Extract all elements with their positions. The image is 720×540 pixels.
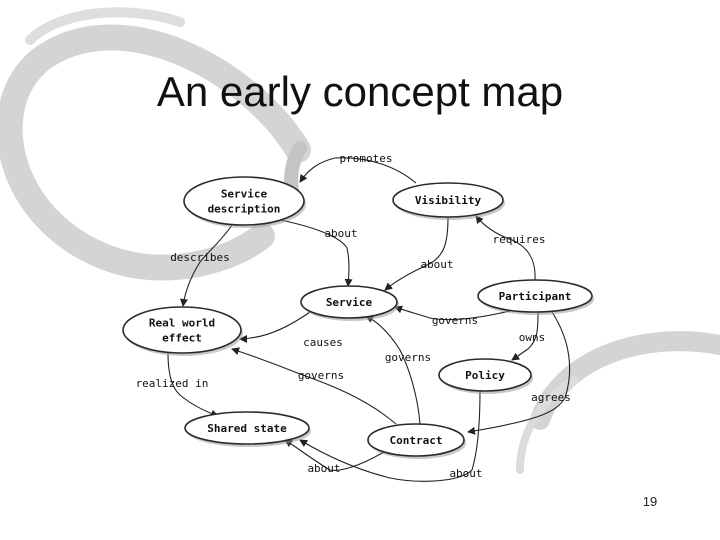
edge-label: causes	[303, 336, 343, 349]
node-ellipse	[438, 358, 532, 392]
edge-label: about	[449, 467, 482, 480]
node-ellipse	[184, 411, 310, 445]
node-label: Service	[326, 296, 373, 309]
edge-label: describes	[170, 251, 230, 264]
edge-label: governs	[432, 314, 478, 327]
edge-participant-to-service	[394, 305, 511, 321]
node-contract: Contract	[367, 423, 466, 459]
node-ellipse	[183, 176, 305, 226]
node-label: Real world	[149, 317, 215, 330]
node-label: Policy	[465, 369, 505, 382]
edge-policy-to-shared_state	[299, 390, 481, 482]
edge-real_world_effect-to-shared_state	[167, 352, 219, 418]
edge-label: governs	[385, 351, 431, 364]
edge-contract-to-service	[365, 315, 421, 425]
node-ellipse	[477, 279, 593, 313]
edge-service_description-to-service	[279, 219, 353, 287]
edge-contract-to-real_world_effect	[231, 347, 397, 425]
edge-label: about	[420, 258, 453, 271]
page-number: 19	[642, 494, 658, 509]
edge-visibility-to-service	[384, 216, 449, 291]
edge-label: realized in	[136, 377, 209, 390]
node-label: effect	[162, 332, 202, 345]
edge-label: about	[324, 227, 357, 240]
edge-participant-to-policy	[511, 311, 539, 361]
node-policy: Policy	[438, 358, 533, 394]
node-label: Service	[221, 188, 268, 201]
edge-contract-to-shared_state	[284, 439, 385, 471]
edge-label: about	[307, 462, 340, 475]
node-label: Shared state	[207, 422, 287, 435]
edge-label: requires	[493, 233, 546, 246]
node-service: Service	[300, 285, 399, 321]
node-ellipse	[122, 306, 242, 354]
edge-participant-to-visibility	[475, 215, 536, 281]
slide-title: An early concept map	[156, 68, 564, 115]
edge-label: governs	[298, 369, 344, 382]
node-real-world-effect: Real world effect	[122, 306, 243, 356]
node-label: Contract	[390, 434, 443, 447]
node-label: description	[208, 203, 281, 216]
node-label: Participant	[499, 290, 572, 303]
edge-service-to-real_world_effect	[239, 311, 311, 343]
edge-label: agrees	[531, 391, 571, 404]
node-service-description: Service description	[183, 176, 306, 228]
node-participant: Participant	[477, 279, 594, 315]
edge-service_description-to-real_world_effect	[180, 224, 233, 307]
edge-label: promotes	[340, 152, 393, 165]
edge-label: owns	[519, 331, 546, 344]
node-label: Visibility	[415, 194, 482, 207]
edge-participant-to-contract	[467, 311, 571, 435]
node-shared-state: Shared state	[184, 411, 311, 447]
edge-visibility-to-service_description	[299, 157, 417, 184]
node-ellipse	[367, 423, 465, 457]
node-visibility: Visibility	[392, 182, 505, 220]
node-ellipse	[392, 182, 504, 218]
node-ellipse	[300, 285, 398, 319]
